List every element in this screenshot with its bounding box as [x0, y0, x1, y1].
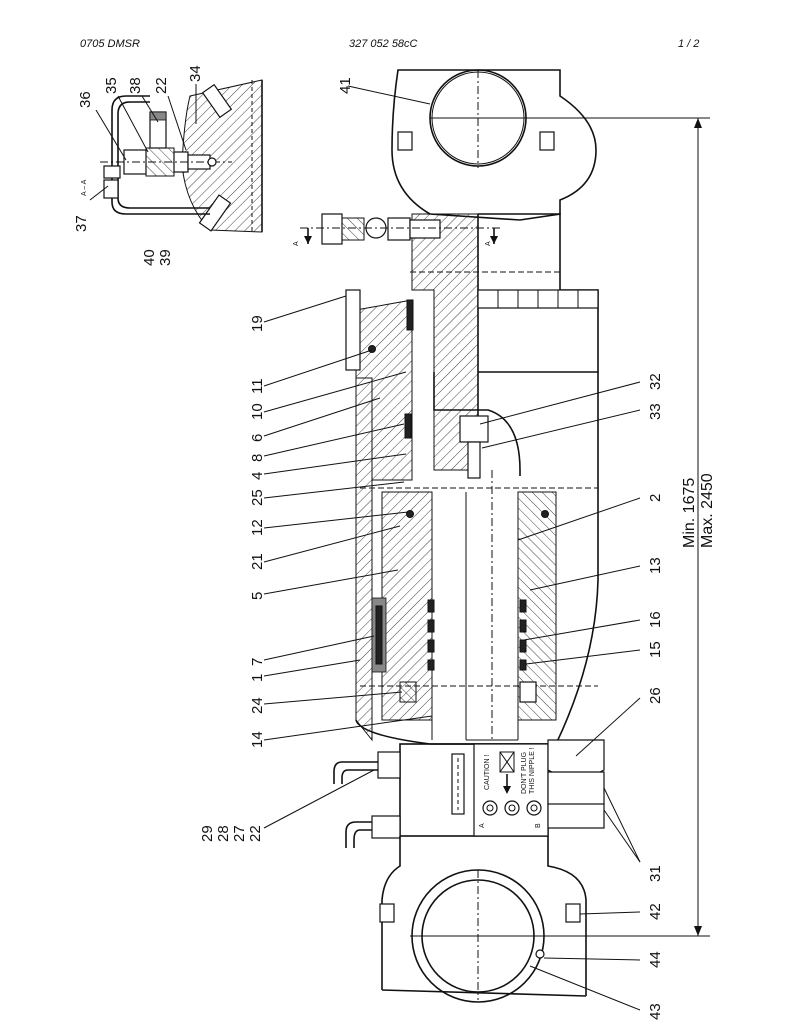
callout-2: 2: [647, 494, 664, 502]
callout-38: 38: [127, 77, 144, 94]
callout-4: 4: [249, 472, 266, 480]
callout-24: 24: [249, 697, 266, 714]
callout-39: 39: [157, 249, 174, 266]
leader-lines: [89, 84, 641, 1011]
callout-21: 21: [249, 553, 266, 570]
callout-42: 42: [647, 903, 664, 920]
dimension-line: [694, 118, 702, 936]
callout-22-detail: 22: [153, 77, 170, 94]
callout-33: 33: [647, 403, 664, 420]
section-detail-a-a: [100, 79, 263, 233]
callout-16: 16: [647, 611, 664, 628]
header-page-number: 1 / 2: [678, 38, 700, 50]
callout-26: 26: [647, 687, 664, 704]
callout-19: 19: [249, 315, 266, 332]
section-arrow-label-right: A: [485, 241, 492, 246]
callout-43: 43: [647, 1003, 664, 1020]
callout-6: 6: [249, 434, 266, 442]
callout-1: 1: [249, 674, 266, 682]
dimension-min-text: Min. 1675: [681, 478, 698, 548]
callout-5: 5: [249, 592, 266, 600]
cylinder-body: [300, 69, 710, 1003]
plate-port-a: A: [479, 823, 486, 828]
callout-41: 41: [337, 77, 354, 94]
callout-29: 29: [199, 825, 216, 842]
callout-36: 36: [77, 91, 94, 108]
callout-37: 37: [73, 215, 90, 232]
callout-15: 15: [647, 641, 664, 658]
callout-10: 10: [249, 403, 266, 420]
callout-31: 31: [647, 865, 664, 882]
callout-25: 25: [249, 489, 266, 506]
callout-14: 14: [249, 731, 266, 748]
header-drawing-code: 0705 DMSR: [80, 38, 140, 50]
plate-port-b: B: [535, 823, 542, 828]
callout-7: 7: [249, 658, 266, 666]
header-part-number: 327 052 58cC: [349, 38, 418, 50]
callout-8: 8: [249, 454, 266, 462]
callout-32: 32: [647, 373, 664, 390]
callout-27: 27: [231, 825, 248, 842]
callout-11: 11: [249, 378, 266, 394]
callout-35: 35: [103, 77, 120, 94]
callout-22: 22: [247, 825, 264, 842]
callout-12: 12: [249, 519, 266, 536]
dimension-max-text: Max. 2450: [699, 473, 716, 548]
callout-34: 34: [187, 65, 204, 82]
plate-line2-text: THIS NIPPLE !: [529, 747, 536, 794]
callout-28: 28: [215, 825, 232, 842]
callout-13: 13: [647, 557, 664, 574]
section-arrow-label-left: A: [293, 241, 300, 246]
callout-40: 40: [141, 249, 158, 266]
callout-44: 44: [647, 951, 664, 968]
plate-caution-text: CAUTION !: [484, 755, 491, 790]
section-label-a-a: A – A: [81, 179, 88, 196]
plate-line1-text: DON'T PLUG: [521, 752, 528, 794]
callout-numbers: 36 35 38 22 34 37 40 39 41 19 11 10 6 8 …: [73, 65, 664, 1020]
